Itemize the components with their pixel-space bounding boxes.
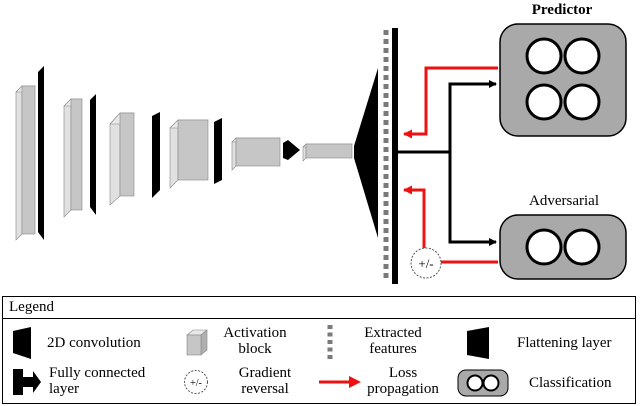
arrow-to-adversarial bbox=[398, 150, 497, 246]
conv2d-layer-2 bbox=[90, 94, 96, 215]
activation-block-5 bbox=[231, 137, 281, 171]
legend-label-extracted-line2: features bbox=[369, 341, 417, 357]
legend-label-fully-connected-line1: Fully connected bbox=[49, 365, 146, 381]
legend-label-gradient-line1: Gradient bbox=[238, 365, 292, 381]
conv2d-layer-4 bbox=[214, 118, 222, 184]
legend-label-extracted: Extracted features bbox=[353, 325, 433, 357]
legend-label-loss-line1: Loss bbox=[388, 365, 418, 381]
legend-title: Legend bbox=[9, 299, 54, 315]
legend-label-flattening: Flattening layer bbox=[517, 335, 612, 351]
legend-label-fully-connected-line2: layer bbox=[49, 381, 79, 397]
legend-label-activation: Activation block bbox=[215, 325, 295, 357]
activation-block-icon bbox=[186, 329, 208, 356]
activation-block-4 bbox=[169, 119, 209, 189]
fully-connected-icon bbox=[13, 369, 41, 395]
fully-connected-layer bbox=[392, 28, 398, 284]
gradient-reversal-icon-symbol: +/- bbox=[190, 378, 202, 389]
adversarial-classifier bbox=[499, 214, 627, 280]
predictor-label: Predictor bbox=[532, 2, 593, 18]
conv2d-icon bbox=[13, 327, 31, 359]
legend-label-conv2d: 2D convolution bbox=[47, 335, 141, 351]
classification-icon bbox=[457, 369, 509, 397]
legend-box: Legend 2D convolution Activation block E… bbox=[2, 296, 636, 404]
legend-label-classification: Classification bbox=[529, 375, 612, 391]
legend-label-loss-line2: propagation bbox=[367, 381, 439, 397]
conv2d-layer-1 bbox=[38, 66, 44, 240]
legend-label-gradient-line2: reversal bbox=[241, 381, 289, 397]
activation-block-3 bbox=[109, 112, 135, 206]
legend-label-activation-line1: Activation bbox=[223, 325, 287, 341]
flattening-layer bbox=[354, 68, 378, 238]
activation-block-2 bbox=[63, 98, 83, 218]
flattening-layer-icon bbox=[467, 327, 489, 359]
gradient-reversal-symbol: +/- bbox=[418, 256, 433, 271]
network-diagram: +/- Predictor Adversarial bbox=[15, 2, 627, 284]
gradient-reversal-icon: +/- bbox=[184, 370, 208, 394]
loss-arrow-predictor bbox=[403, 66, 498, 139]
legend-label-extracted-line1: Extracted bbox=[364, 325, 422, 341]
conv2d-layer-3 bbox=[152, 112, 160, 198]
legend-label-fully-connected: Fully connected layer bbox=[49, 365, 145, 397]
predictor-classifier bbox=[499, 23, 627, 137]
legend-label-loss: Loss propagation bbox=[353, 365, 453, 397]
loss-arrow-reversed bbox=[403, 185, 426, 250]
legend-label-gradient: Gradient reversal bbox=[225, 365, 305, 397]
legend-label-activation-line2: block bbox=[238, 341, 272, 357]
gradient-reversal-node bbox=[410, 247, 442, 279]
legend-divider bbox=[3, 318, 635, 319]
extracted-features-icon bbox=[327, 325, 333, 359]
activation-block-6 bbox=[302, 143, 353, 162]
loss-propagation-arrow-icon bbox=[319, 376, 361, 388]
activation-block-1 bbox=[15, 85, 36, 241]
arrow-to-predictor bbox=[398, 80, 497, 154]
conv2d-layer-5 bbox=[283, 140, 300, 160]
adversarial-label: Adversarial bbox=[529, 193, 599, 209]
